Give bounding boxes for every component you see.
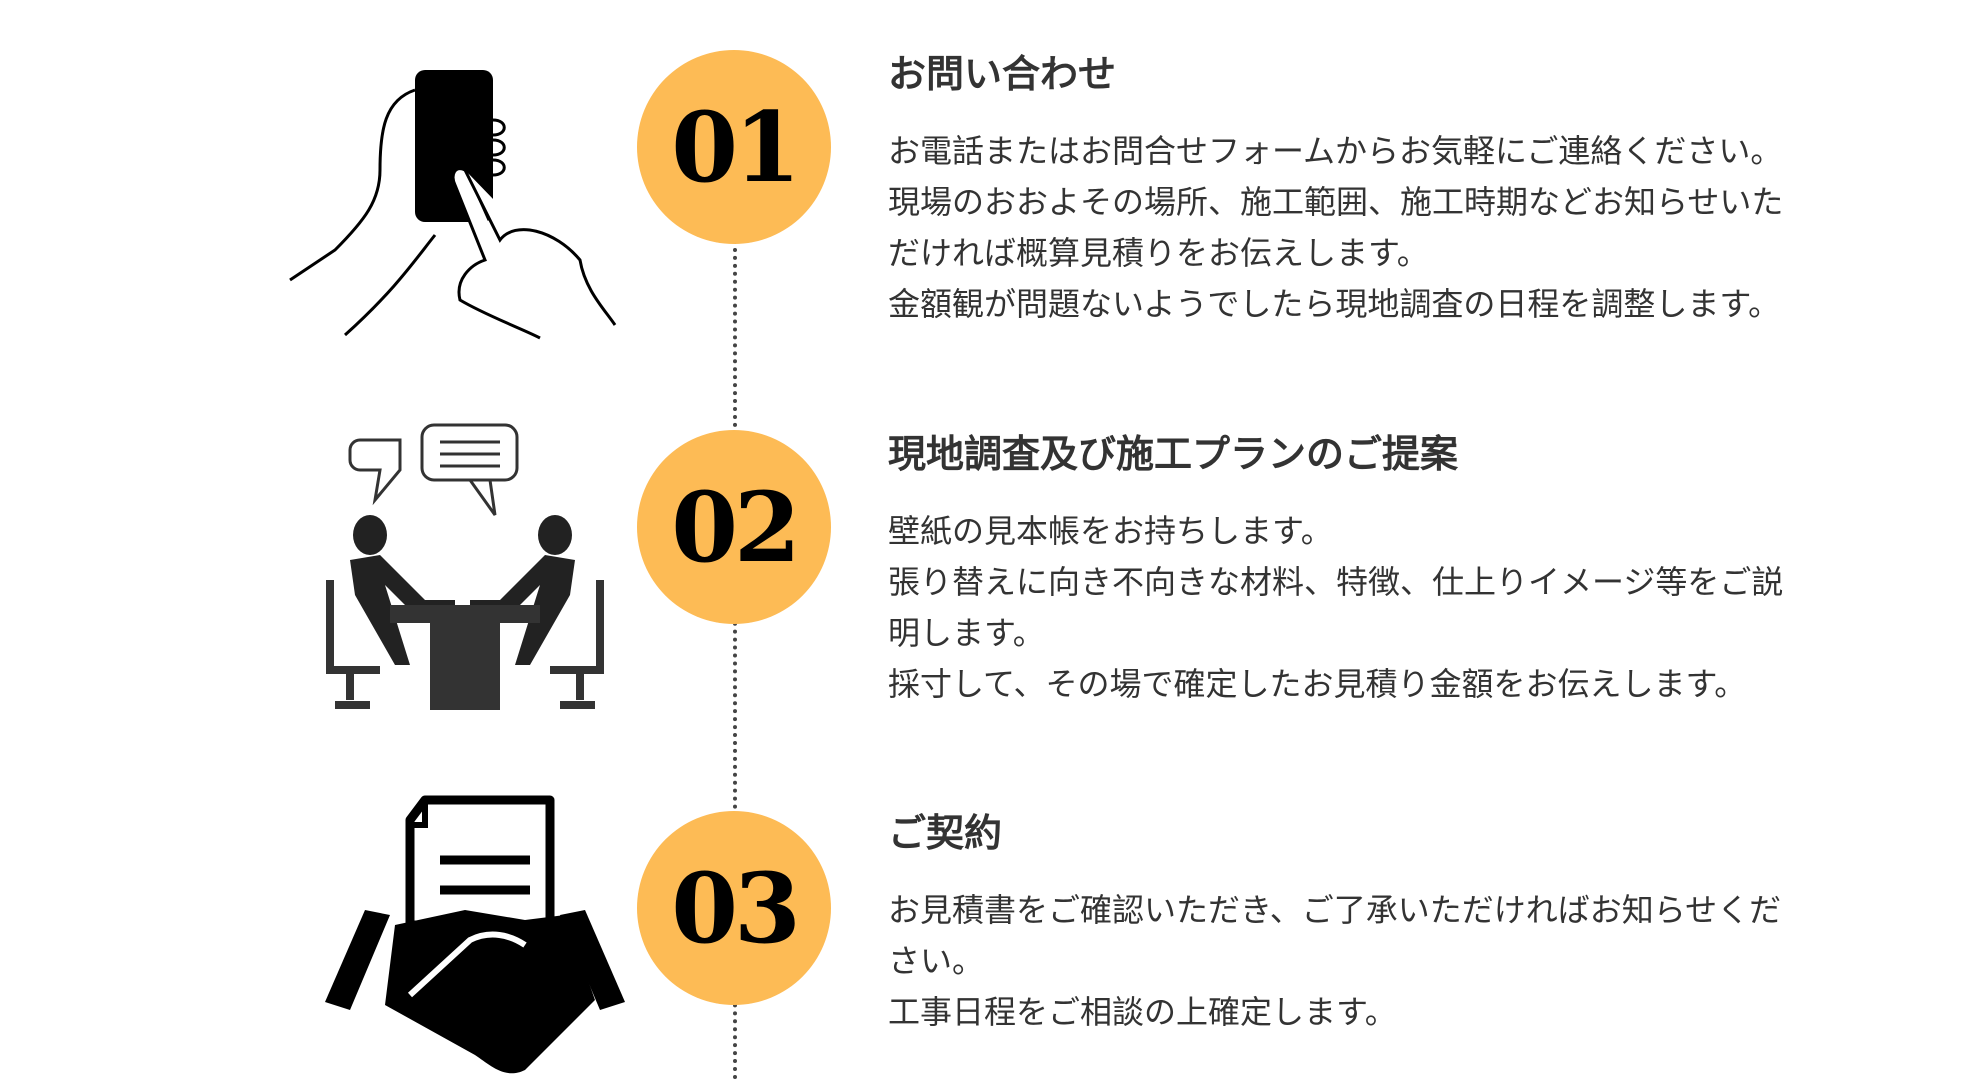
step-title: 現地調査及び施工プランのご提案 [888,432,1459,476]
step-number-badge: 02 [637,430,831,624]
step-description-line: 金額観が問題ないようでしたら現地調査の日程を調整します。 [888,285,1781,323]
step-number-badge: 03 [637,811,831,1005]
contract-handshake-icon [325,795,625,1074]
timeline-dotted-line [733,240,737,1080]
step-description-line: お見積書をご確認いただき、ご了承いただければお知らせくだ [888,891,1782,929]
step-3: ご契約 お見積書をご確認いただき、ご了承いただければお知らせくだ さい。 工事日… [888,809,1978,1038]
step-description-line: 工事日程をご相談の上確定します。 [888,993,1397,1031]
step-title: ご契約 [888,811,1003,855]
step-2: 現地調査及び施工プランのご提案 壁紙の見本帳をお持ちします。 張り替えに向き不向… [888,430,1978,710]
step-number-badge: 01 [637,50,831,244]
step-description-line: 張り替えに向き不向きな材料、特徴、仕上りイメージ等をご説 [888,563,1784,601]
step-1: お問い合わせ お電話またはお問合せフォームからお気軽にご連絡ください。 現場のお… [888,50,1978,330]
meeting-icon [326,423,604,710]
step-description-line: 壁紙の見本帳をお持ちします。 [888,512,1333,550]
step-description-line: お電話またはお問合せフォームからお気軽にご連絡ください。 [888,132,1783,170]
step-description-line: さい。 [888,942,985,980]
step-description-line: 採寸して、その場で確定したお見積り金額をお伝えします。 [888,665,1747,703]
step-title: お問い合わせ [888,52,1117,96]
step-description-line: だければ概算見積りをお伝えします。 [888,234,1429,272]
step-description-line: 明します。 [888,614,1045,652]
step-description-line: 現場のおおよその場所、施工範囲、施工時期などお知らせいた [888,183,1784,221]
smartphone-hand-icon [289,70,617,340]
